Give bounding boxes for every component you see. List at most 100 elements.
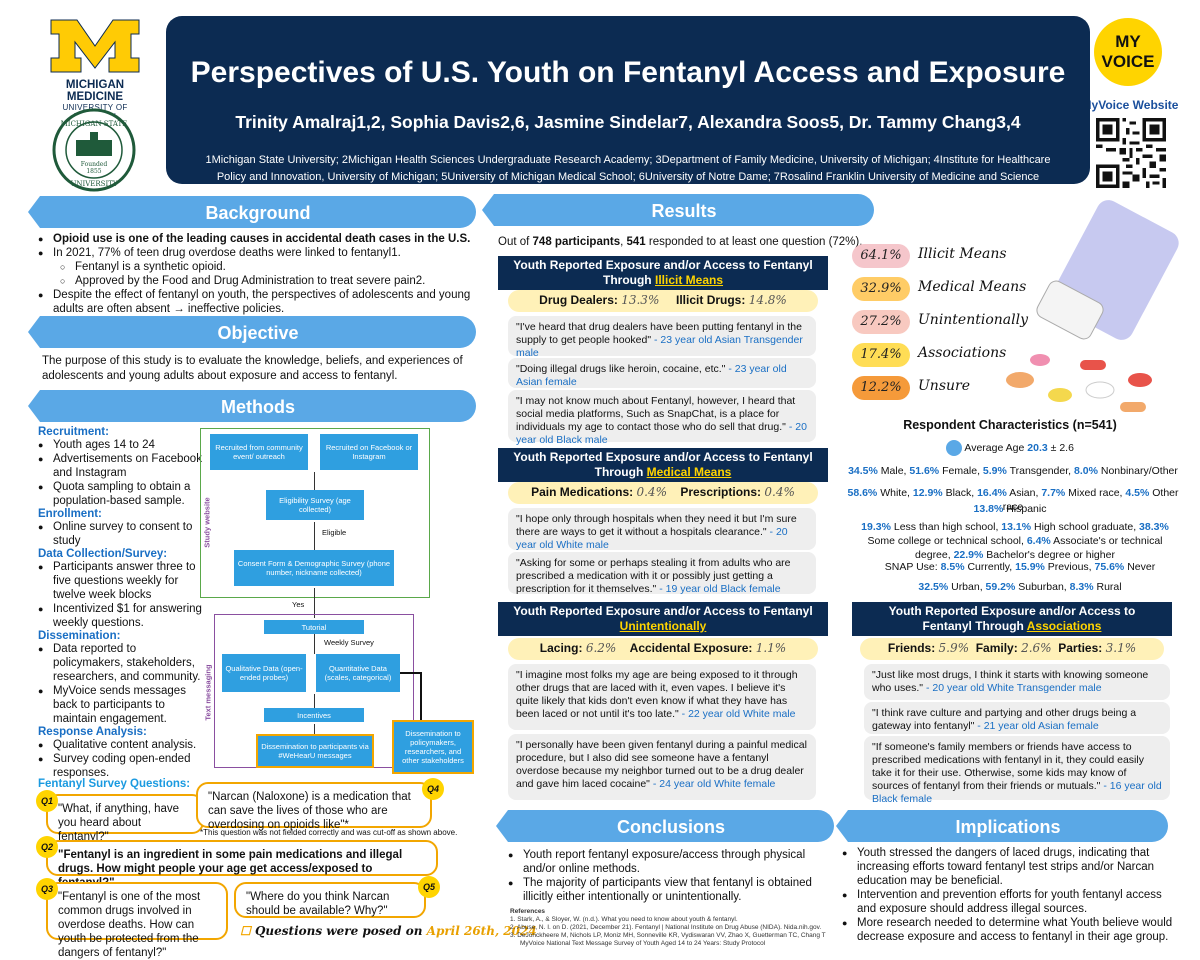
breakdown-label: Medical Means — [918, 279, 1027, 295]
background-item: Opioid use is one of the leading causes … — [38, 232, 478, 246]
reference-item: MyVoice National Text Message Survey of … — [520, 940, 766, 947]
conclusions-heading: Conclusions — [496, 810, 834, 842]
background-subitem: Fentanyl is a synthetic opioid. — [60, 260, 478, 274]
survey-questions-heading: Fentanyl Survey Questions: — [38, 778, 191, 790]
reference-item: 2. Abuse, N. I. on D. (2021, December 21… — [510, 924, 822, 931]
reference-item: 1. Stark, A., & Sloyer, W. (n.d.). What … — [510, 916, 738, 923]
background-list: Opioid use is one of the leading causes … — [38, 232, 478, 316]
implication-item: More research needed to determine what Y… — [842, 916, 1176, 944]
analysis-list: Qualitative content analysis. Survey cod… — [38, 738, 206, 780]
block-m-icon — [50, 19, 140, 73]
conclusion-item: Youth report fentanyl exposure/access th… — [508, 848, 834, 876]
recruitment-item: Youth ages 14 to 24 — [38, 438, 206, 452]
flow-incentives: Incentives — [264, 708, 364, 722]
enrollment-label: Enrollment: — [38, 508, 102, 520]
svg-text:MICHIGAN STATE: MICHIGAN STATE — [61, 120, 128, 128]
questions-posed-date: ☐ Questions were posed on April 26th, 20… — [240, 924, 537, 938]
breakdown-row: 17.4%Associations — [852, 343, 1092, 367]
unintentional-banner: Youth Reported Exposure and/or Access to… — [498, 602, 828, 636]
characteristic-gender: 34.5% Male, 51.6% Female, 5.9% Transgend… — [848, 465, 1178, 477]
msu-seal-icon: MICHIGAN STATE Founded 1855 UNIVERSITY — [52, 108, 136, 192]
breakdown-label: Unintentionally — [918, 312, 1028, 328]
objective-text: The purpose of this study is to evaluate… — [42, 355, 463, 382]
methods-text: Recruitment: Youth ages 14 to 24 Adverti… — [38, 426, 206, 780]
implications-heading: Implications — [836, 810, 1168, 842]
background-subitem: Approved by the Food and Drug Administra… — [60, 274, 478, 288]
myvoice-logo-line2: VOICE — [1101, 52, 1155, 71]
implication-item: Intervention and prevention efforts for … — [842, 888, 1176, 916]
study-website-frame — [200, 428, 430, 598]
background-item: In 2021, 77% of teen drug overdose death… — [38, 246, 478, 260]
flow-tutorial: Tutorial — [264, 620, 364, 634]
q4-badge: Q4 — [422, 778, 444, 800]
illicit-quote-3: "I may not know much about Fentanyl, how… — [508, 390, 816, 446]
data-collection-item: Incentivized $1 for answering weekly que… — [38, 602, 206, 630]
illicit-stats: Drug Dealers: 13.3% Illicit Drugs: 14.8% — [508, 290, 818, 312]
flow-consent: Consent Form & Demographic Survey (phone… — [234, 550, 394, 586]
conclusion-item: The majority of participants view that f… — [508, 876, 834, 904]
flow-qualitative: Qualitative Data (open-ended probes) — [222, 654, 306, 692]
survey-question-4: "Narcan (Naloxone) is a medication that … — [196, 782, 432, 831]
checkbox-icon: ☐ — [240, 924, 251, 938]
survey-question-2: "Fentanyl is an ingredient in some pain … — [46, 840, 438, 889]
characteristic-age: Average Age 20.3 ± 2.6 — [850, 440, 1170, 456]
illicit-quote-1: "I've heard that drug dealers have been … — [508, 316, 816, 359]
poster-title: Perspectives of U.S. Youth on Fentanyl A… — [190, 56, 1066, 89]
implications-list: Youth stressed the dangers of laced drug… — [842, 846, 1176, 944]
recruitment-item: Quota sampling to obtain a population-ba… — [38, 480, 206, 508]
characteristic-urbanicity: 32.5% Urban, 59.2% Suburban, 8.3% Rural — [918, 581, 1122, 593]
qr-code-icon[interactable] — [1096, 118, 1166, 188]
flow-recruit-community: Recruited from community event/ outreach — [210, 434, 308, 470]
implication-item: Youth stressed the dangers of laced drug… — [842, 846, 1176, 888]
breakdown-percent: 27.2% — [852, 310, 910, 334]
associations-quote-2: "I think rave culture and partying and o… — [864, 702, 1170, 734]
breakdown-row: 12.2%Unsure — [852, 376, 1092, 400]
dissemination-list: Data reported to policymakers, stakehold… — [38, 642, 206, 726]
q5-badge: Q5 — [418, 876, 440, 898]
study-website-label: Study website — [202, 497, 212, 548]
breakdown-row: 27.2% Unintentionally — [852, 310, 1092, 334]
breakdown-percent: 64.1% — [852, 244, 910, 268]
references-label: References — [510, 908, 546, 915]
svg-text:UNIVERSITY: UNIVERSITY — [70, 180, 117, 188]
breakdown-row: 32.9%Medical Means — [852, 277, 1092, 301]
recruitment-list: Youth ages 14 to 24 Advertisements on Fa… — [38, 438, 206, 508]
dissemination-item: Data reported to policymakers, stakehold… — [38, 642, 206, 684]
methods-heading: Methods — [28, 390, 476, 422]
text-messaging-frame — [214, 614, 414, 768]
recruitment-item: Advertisements on Facebook and Instagram — [38, 452, 206, 480]
results-heading: Results — [482, 194, 874, 226]
data-collection-item: Participants answer three to five questi… — [38, 560, 206, 602]
myvoice-website-link[interactable]: MyVoice Website — [1081, 98, 1179, 112]
breakdown-row: 64.1%Illicit Means — [852, 244, 1092, 268]
pill-bottle-icon — [1006, 200, 1179, 412]
associations-stats: Friends: 5.9% Family: 2.6% Parties: 3.1% — [860, 638, 1164, 660]
dissemination-label: Dissemination: — [38, 630, 121, 642]
methods-flowchart: Study website Recruited from community e… — [200, 428, 430, 774]
associations-quote-3: "If someone's family members or friends … — [864, 736, 1170, 805]
poster-authors: Trinity Amalraj1,2, Sophia Davis2,6, Jas… — [235, 112, 1021, 132]
enrollment-item: Online survey to consent to study — [38, 520, 206, 548]
dissemination-item: MyVoice sends messages back to participa… — [38, 684, 206, 726]
age-icon — [946, 440, 963, 456]
myvoice-logo: MY VOICE — [1094, 18, 1162, 86]
svg-text:Founded: Founded — [81, 161, 108, 168]
q2-badge: Q2 — [36, 836, 58, 858]
data-collection-label: Data Collection/Survey: — [38, 548, 168, 560]
medical-quote-1: "I hope only through hospitals when they… — [508, 508, 816, 551]
illicit-banner: Youth Reported Exposure and/or Access to… — [498, 256, 828, 290]
breakdown-label: Associations — [918, 345, 1007, 361]
breakdown-percent: 12.2% — [852, 376, 910, 400]
characteristic-race: 58.6% White, 12.9% Black, 16.4% Asian, 7… — [847, 487, 1179, 513]
myvoice-logo-line1: MY — [1115, 32, 1141, 51]
characteristic-education: 19.3% Less than high school, 13.1% High … — [861, 521, 1169, 561]
characteristic-hispanic: 13.8% Hispanic — [973, 503, 1047, 515]
michigan-medicine-logo: MICHIGAN MEDICINE UNIVERSITY OF MICHIGAN — [40, 18, 150, 121]
associations-banner: Youth Reported Exposure and/or Access to… — [852, 602, 1172, 636]
background-heading: Background — [28, 196, 476, 228]
illicit-quote-2: "Doing illegal drugs like heroin, cocain… — [508, 358, 816, 388]
medical-stats: Pain Medications: 0.4% Prescriptions: 0.… — [508, 482, 818, 504]
objective-heading: Objective — [28, 316, 476, 348]
medical-banner: Youth Reported Exposure and/or Access to… — [498, 448, 828, 482]
flow-dissem-policy: Dissemination to policymakers, researche… — [392, 720, 474, 774]
